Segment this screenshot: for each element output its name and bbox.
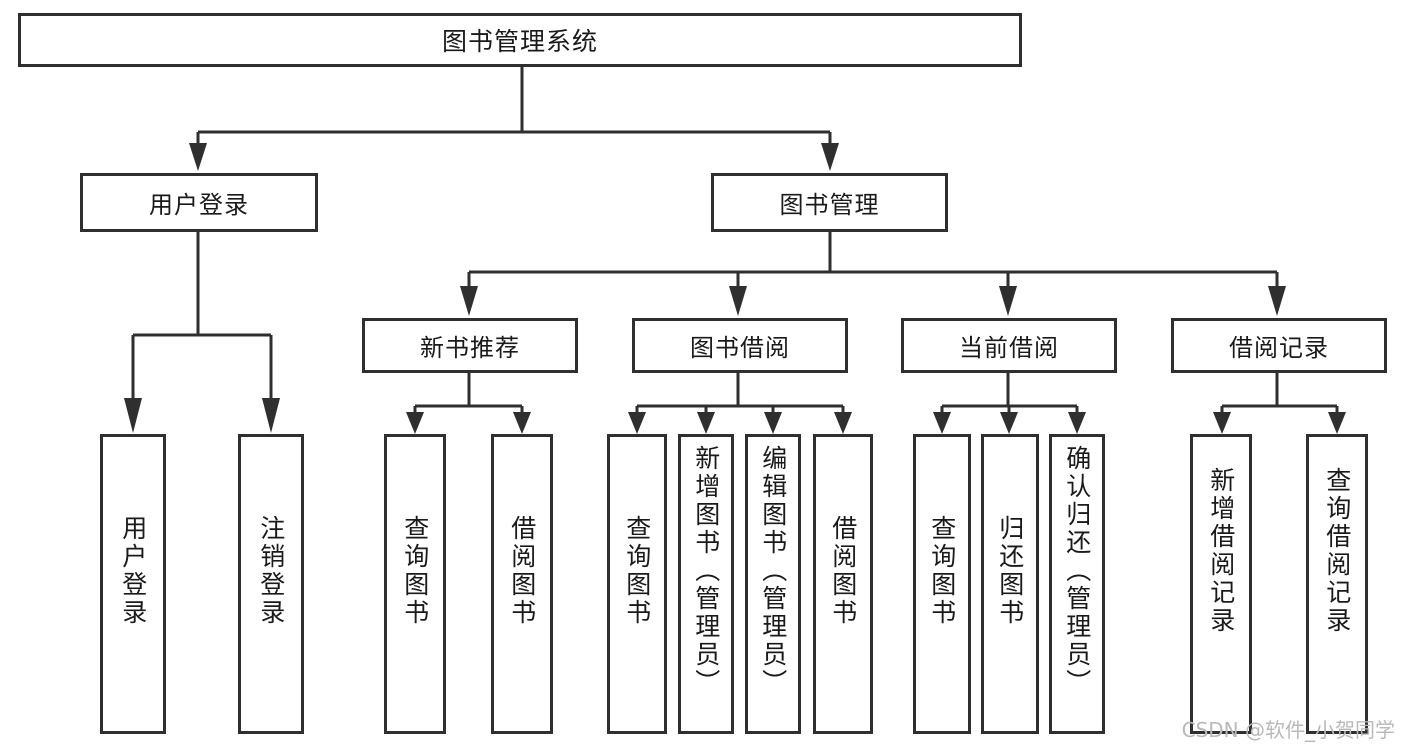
arrow-to-book-borrow bbox=[729, 286, 747, 316]
node-current-borrow[interactable]: 当前借阅 bbox=[901, 318, 1117, 373]
node-leaf-confirm-return-admin-label: 确认归还（管理员） bbox=[1062, 445, 1092, 697]
node-leaf-user-login[interactable]: 用户登录 bbox=[100, 434, 166, 734]
arrow-to-leaf-user-login bbox=[124, 398, 142, 433]
node-new-book-recommend[interactable]: 新书推荐 bbox=[362, 318, 578, 373]
arrow-to-bookmanage bbox=[821, 143, 839, 171]
node-leaf-query-book-1[interactable]: 查询图书 bbox=[384, 434, 446, 734]
node-leaf-return-book-label: 归还图书 bbox=[995, 515, 1025, 627]
arrow-to-new-book-recommend bbox=[460, 286, 478, 316]
node-leaf-query-book-3[interactable]: 查询图书 bbox=[913, 434, 971, 734]
node-leaf-edit-book-admin[interactable]: 编辑图书（管理员） bbox=[745, 434, 801, 734]
arrow-to-leaf-edit-book-admin bbox=[764, 412, 782, 434]
node-leaf-add-borrow-record-label: 新增借阅记录 bbox=[1206, 467, 1236, 635]
arrow-to-leaf-borrow-book-2 bbox=[834, 412, 852, 434]
arrow-to-leaf-confirm-return-admin bbox=[1068, 412, 1086, 434]
arrow-to-leaf-add-borrow-record bbox=[1213, 412, 1231, 434]
node-leaf-borrow-book-2-label: 借阅图书 bbox=[828, 515, 858, 627]
node-leaf-borrow-book-2[interactable]: 借阅图书 bbox=[813, 434, 873, 734]
arrow-to-current-borrow bbox=[999, 286, 1017, 316]
node-borrow-record-label: 借阅记录 bbox=[1229, 334, 1329, 362]
arrow-to-leaf-return-book bbox=[1000, 412, 1018, 434]
node-leaf-edit-book-admin-label: 编辑图书（管理员） bbox=[758, 445, 788, 697]
arrow-to-leaf-query-book-1 bbox=[406, 412, 424, 434]
node-current-borrow-label: 当前借阅 bbox=[959, 334, 1059, 362]
arrow-to-leaf-add-book-admin bbox=[697, 412, 715, 434]
node-leaf-return-book[interactable]: 归还图书 bbox=[981, 434, 1039, 734]
node-leaf-query-book-3-label: 查询图书 bbox=[927, 515, 957, 627]
arrow-to-leaf-query-book-2 bbox=[628, 412, 646, 434]
node-new-book-recommend-label: 新书推荐 bbox=[420, 334, 520, 362]
node-book-borrow[interactable]: 图书借阅 bbox=[632, 318, 848, 373]
node-root[interactable]: 图书管理系统 bbox=[18, 13, 1022, 67]
node-leaf-add-book-admin-label: 新增图书（管理员） bbox=[691, 445, 721, 697]
arrow-to-borrow-record bbox=[1268, 286, 1286, 316]
node-leaf-confirm-return-admin[interactable]: 确认归还（管理员） bbox=[1049, 434, 1105, 734]
node-leaf-query-borrow-record[interactable]: 查询借阅记录 bbox=[1306, 434, 1368, 734]
node-leaf-query-book-1-label: 查询图书 bbox=[400, 515, 430, 627]
node-leaf-borrow-book-1-label: 借阅图书 bbox=[507, 515, 537, 627]
node-root-label: 图书管理系统 bbox=[441, 27, 598, 56]
arrow-to-leaf-query-book-3 bbox=[933, 412, 951, 434]
arrow-to-leaf-logout-login bbox=[262, 398, 280, 433]
node-borrow-record[interactable]: 借阅记录 bbox=[1171, 318, 1387, 373]
node-leaf-user-login-label: 用户登录 bbox=[118, 515, 148, 627]
node-leaf-borrow-book-1[interactable]: 借阅图书 bbox=[491, 434, 553, 734]
arrow-to-leaf-query-borrow-record bbox=[1328, 412, 1346, 434]
arrow-to-userlogin bbox=[189, 143, 207, 171]
watermark: CSDN @软件_小贺同学 bbox=[1181, 718, 1395, 742]
node-user-login[interactable]: 用户登录 bbox=[80, 173, 318, 232]
node-user-login-label: 用户登录 bbox=[149, 191, 249, 219]
node-leaf-query-borrow-record-label: 查询借阅记录 bbox=[1322, 467, 1352, 635]
node-book-manage-label: 图书管理 bbox=[779, 191, 880, 219]
node-book-borrow-label: 图书借阅 bbox=[690, 334, 790, 362]
node-leaf-query-book-2-label: 查询图书 bbox=[622, 515, 652, 627]
node-leaf-add-book-admin[interactable]: 新增图书（管理员） bbox=[678, 434, 734, 734]
arrow-to-leaf-borrow-book-1 bbox=[513, 412, 531, 434]
node-book-manage[interactable]: 图书管理 bbox=[711, 173, 948, 232]
node-leaf-logout-login-label: 注销登录 bbox=[256, 515, 286, 627]
node-leaf-query-book-2[interactable]: 查询图书 bbox=[607, 434, 667, 734]
node-leaf-add-borrow-record[interactable]: 新增借阅记录 bbox=[1190, 434, 1252, 734]
node-leaf-logout-login[interactable]: 注销登录 bbox=[238, 434, 304, 734]
